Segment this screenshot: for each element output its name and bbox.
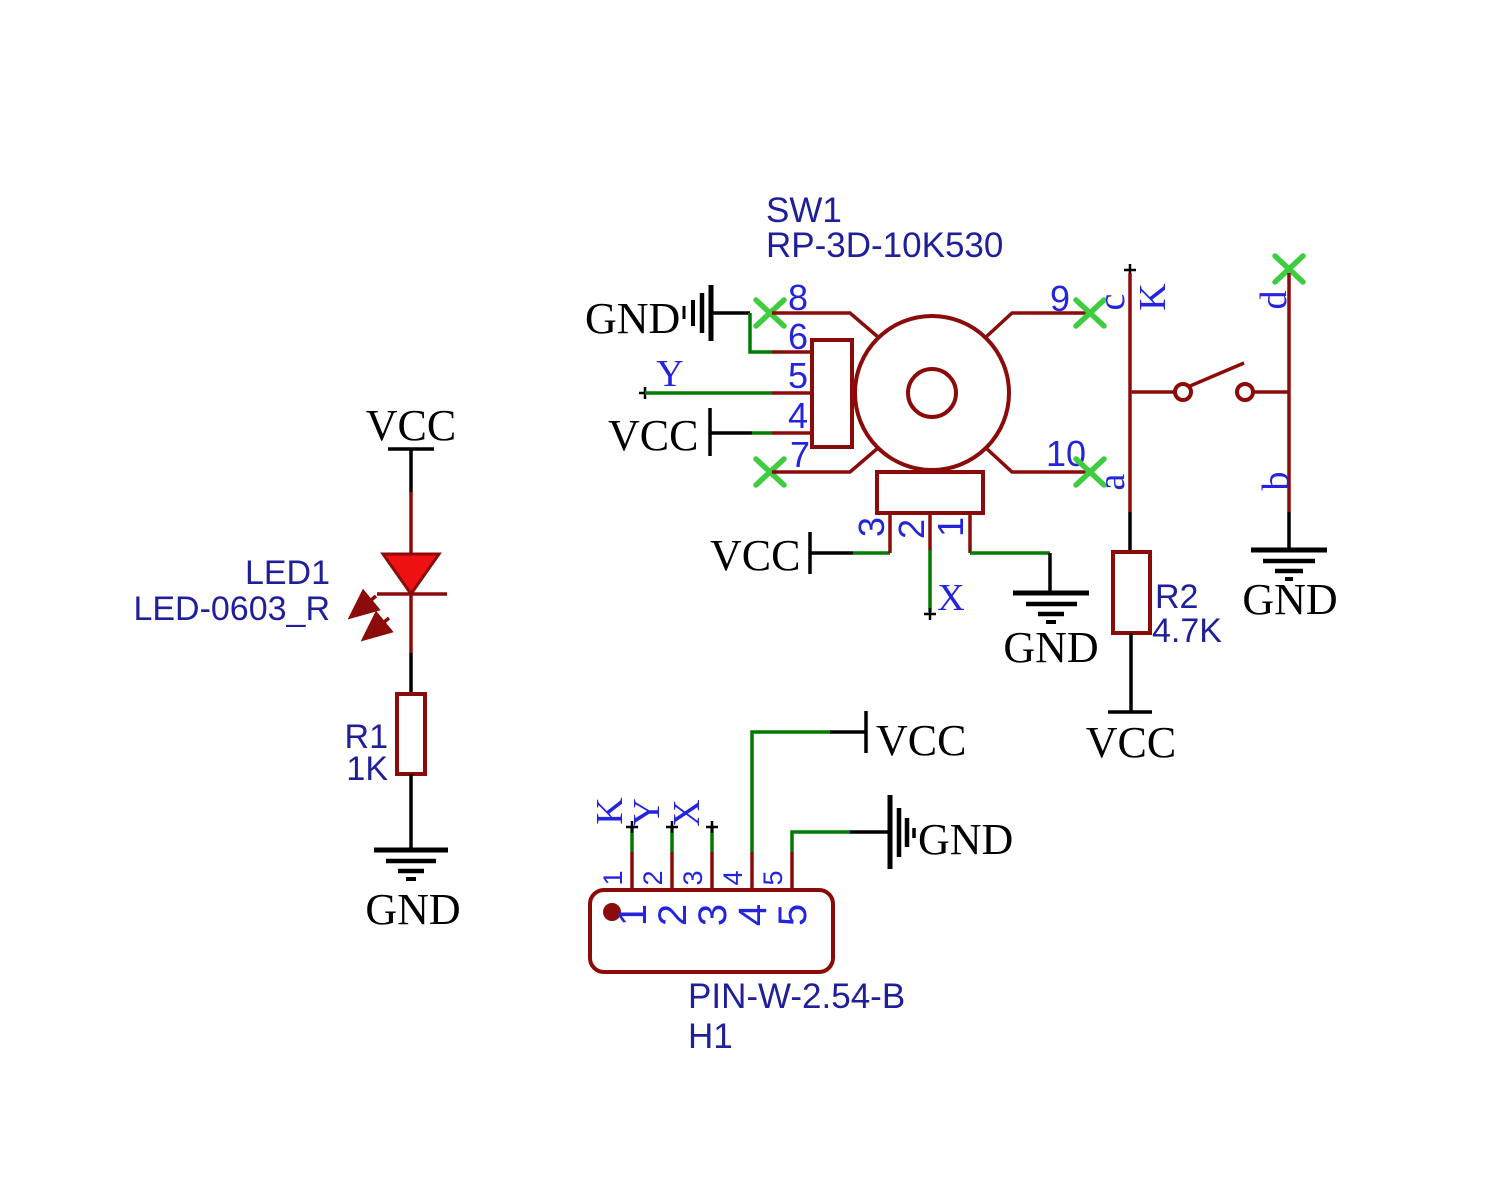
h1-pin-number-5: 5 bbox=[758, 870, 788, 885]
vcc-power-flag-sw1-pin3[interactable]: VCC bbox=[710, 531, 812, 580]
h1-pad-3: 3 bbox=[691, 904, 735, 926]
component-part-sw1: RP-3D-10K530 bbox=[766, 226, 1003, 265]
led-emission-arrow-icon bbox=[347, 588, 381, 620]
net-label-a: a bbox=[1091, 473, 1133, 490]
pin-number-8: 8 bbox=[788, 277, 808, 318]
pin-number-1: 1 bbox=[930, 517, 971, 537]
pot-element-left bbox=[810, 338, 854, 449]
net-label-k: K bbox=[1132, 283, 1174, 311]
no-connect-x-icon[interactable] bbox=[753, 456, 787, 488]
pin-number-2: 2 bbox=[891, 519, 932, 539]
pot-element-bottom bbox=[875, 470, 985, 515]
net-label-k: K bbox=[589, 797, 631, 825]
gnd-power-flag-led[interactable]: GND bbox=[365, 847, 461, 934]
h1-pin-number-2: 2 bbox=[638, 870, 668, 885]
component-ref-h1: H1 bbox=[688, 1017, 733, 1056]
pot-knob-inner-circle bbox=[906, 367, 958, 419]
gnd-label: GND bbox=[585, 294, 680, 343]
vcc-power-flag-r2[interactable]: VCC bbox=[1086, 710, 1176, 767]
led-emission-arrow-icon bbox=[360, 610, 394, 642]
net-label-c: c bbox=[1091, 294, 1133, 311]
vcc-label: VCC bbox=[876, 716, 966, 765]
switch-lever bbox=[1189, 361, 1245, 388]
net-wire-y[interactable] bbox=[639, 387, 812, 399]
pin-number-4: 4 bbox=[788, 395, 808, 436]
wire[interactable] bbox=[790, 830, 850, 852]
h1-pad-2: 2 bbox=[651, 904, 695, 926]
component-part-h1: PIN-W-2.54-B bbox=[688, 977, 905, 1016]
pin-number-7: 7 bbox=[790, 434, 810, 475]
no-connect-x-icon[interactable] bbox=[1073, 297, 1107, 329]
h1-pin-number-4: 4 bbox=[718, 870, 748, 885]
no-connect-x-icon[interactable] bbox=[1272, 253, 1306, 285]
component-ref-r2: R2 bbox=[1155, 578, 1198, 616]
gnd-label: GND bbox=[1003, 623, 1098, 672]
led-triangle-icon bbox=[380, 552, 442, 597]
gnd-power-flag-sw1[interactable]: GND bbox=[585, 285, 714, 343]
h1-pad-1: 1 bbox=[611, 904, 655, 926]
net-label-x: X bbox=[937, 577, 964, 619]
switch-symbol[interactable] bbox=[1130, 361, 1289, 402]
pin-number-10: 10 bbox=[1046, 433, 1086, 474]
net-label-x: X bbox=[666, 799, 708, 826]
header-h1-symbol[interactable] bbox=[588, 888, 835, 974]
resistor-r2[interactable] bbox=[1111, 550, 1152, 635]
vcc-label: VCC bbox=[710, 531, 800, 580]
wire[interactable] bbox=[984, 311, 1090, 339]
net-label-y: Y bbox=[656, 353, 683, 395]
pin-number-5: 5 bbox=[788, 355, 808, 396]
header-body bbox=[588, 888, 835, 974]
wire[interactable] bbox=[748, 313, 772, 354]
net-label-y: Y bbox=[626, 798, 668, 825]
switch-contact bbox=[1173, 382, 1193, 402]
gnd-power-flag-sw1-pin1[interactable]: GND bbox=[1003, 590, 1099, 672]
resistor-body bbox=[1111, 550, 1152, 635]
no-connect-x-icon[interactable] bbox=[1073, 456, 1107, 488]
wire[interactable] bbox=[772, 311, 880, 339]
no-connect-x-icon[interactable] bbox=[753, 297, 787, 329]
pin-number-9: 9 bbox=[1050, 278, 1070, 319]
gnd-power-flag-h1[interactable]: GND bbox=[887, 795, 1013, 869]
component-package-led1: LED-0603_R bbox=[133, 590, 330, 628]
component-ref-r1: R1 bbox=[345, 718, 388, 756]
pin-number-6: 6 bbox=[788, 316, 808, 357]
component-ref-sw1: SW1 bbox=[766, 191, 842, 230]
h1-pad-4: 4 bbox=[731, 904, 775, 926]
net-label-b: b bbox=[1255, 472, 1297, 491]
vcc-power-flag-h1[interactable]: VCC bbox=[864, 711, 966, 765]
pin-number-3: 3 bbox=[851, 517, 892, 537]
switch-contact bbox=[1235, 382, 1255, 402]
wire[interactable] bbox=[984, 446, 1090, 474]
h1-pin-number-1: 1 bbox=[598, 870, 628, 885]
vcc-label: VCC bbox=[1086, 718, 1176, 767]
vcc-power-flag-sw1-pin4[interactable]: VCC bbox=[608, 408, 712, 460]
net-wire-y-h1[interactable] bbox=[666, 821, 678, 890]
resistor-r1[interactable] bbox=[395, 692, 427, 776]
pin1-marker-dot bbox=[603, 903, 621, 921]
resistor-body bbox=[395, 692, 427, 776]
net-wire-x[interactable] bbox=[924, 513, 936, 620]
h1-pin-number-3: 3 bbox=[678, 870, 708, 885]
component-value-r2: 4.7K bbox=[1152, 612, 1222, 650]
led1-symbol[interactable] bbox=[347, 552, 447, 642]
component-ref-led1: LED1 bbox=[245, 554, 330, 592]
vcc-power-flag-led[interactable]: VCC bbox=[366, 401, 456, 451]
net-wire-k-h1[interactable] bbox=[626, 821, 638, 890]
h1-pad-5: 5 bbox=[771, 904, 815, 926]
vcc-label: VCC bbox=[608, 411, 698, 460]
gnd-label: GND bbox=[1242, 575, 1337, 624]
gnd-power-flag-right[interactable]: GND bbox=[1242, 547, 1338, 624]
gnd-label: GND bbox=[918, 815, 1013, 864]
component-value-r1: 1K bbox=[346, 750, 388, 788]
wire[interactable] bbox=[772, 446, 880, 474]
net-label-d: d bbox=[1253, 291, 1295, 310]
vcc-label: VCC bbox=[366, 401, 456, 450]
sw1-joystick-symbol[interactable] bbox=[810, 314, 1011, 515]
net-wire-x-h1[interactable] bbox=[706, 821, 718, 890]
gnd-label: GND bbox=[365, 885, 460, 934]
wire[interactable] bbox=[750, 730, 830, 852]
